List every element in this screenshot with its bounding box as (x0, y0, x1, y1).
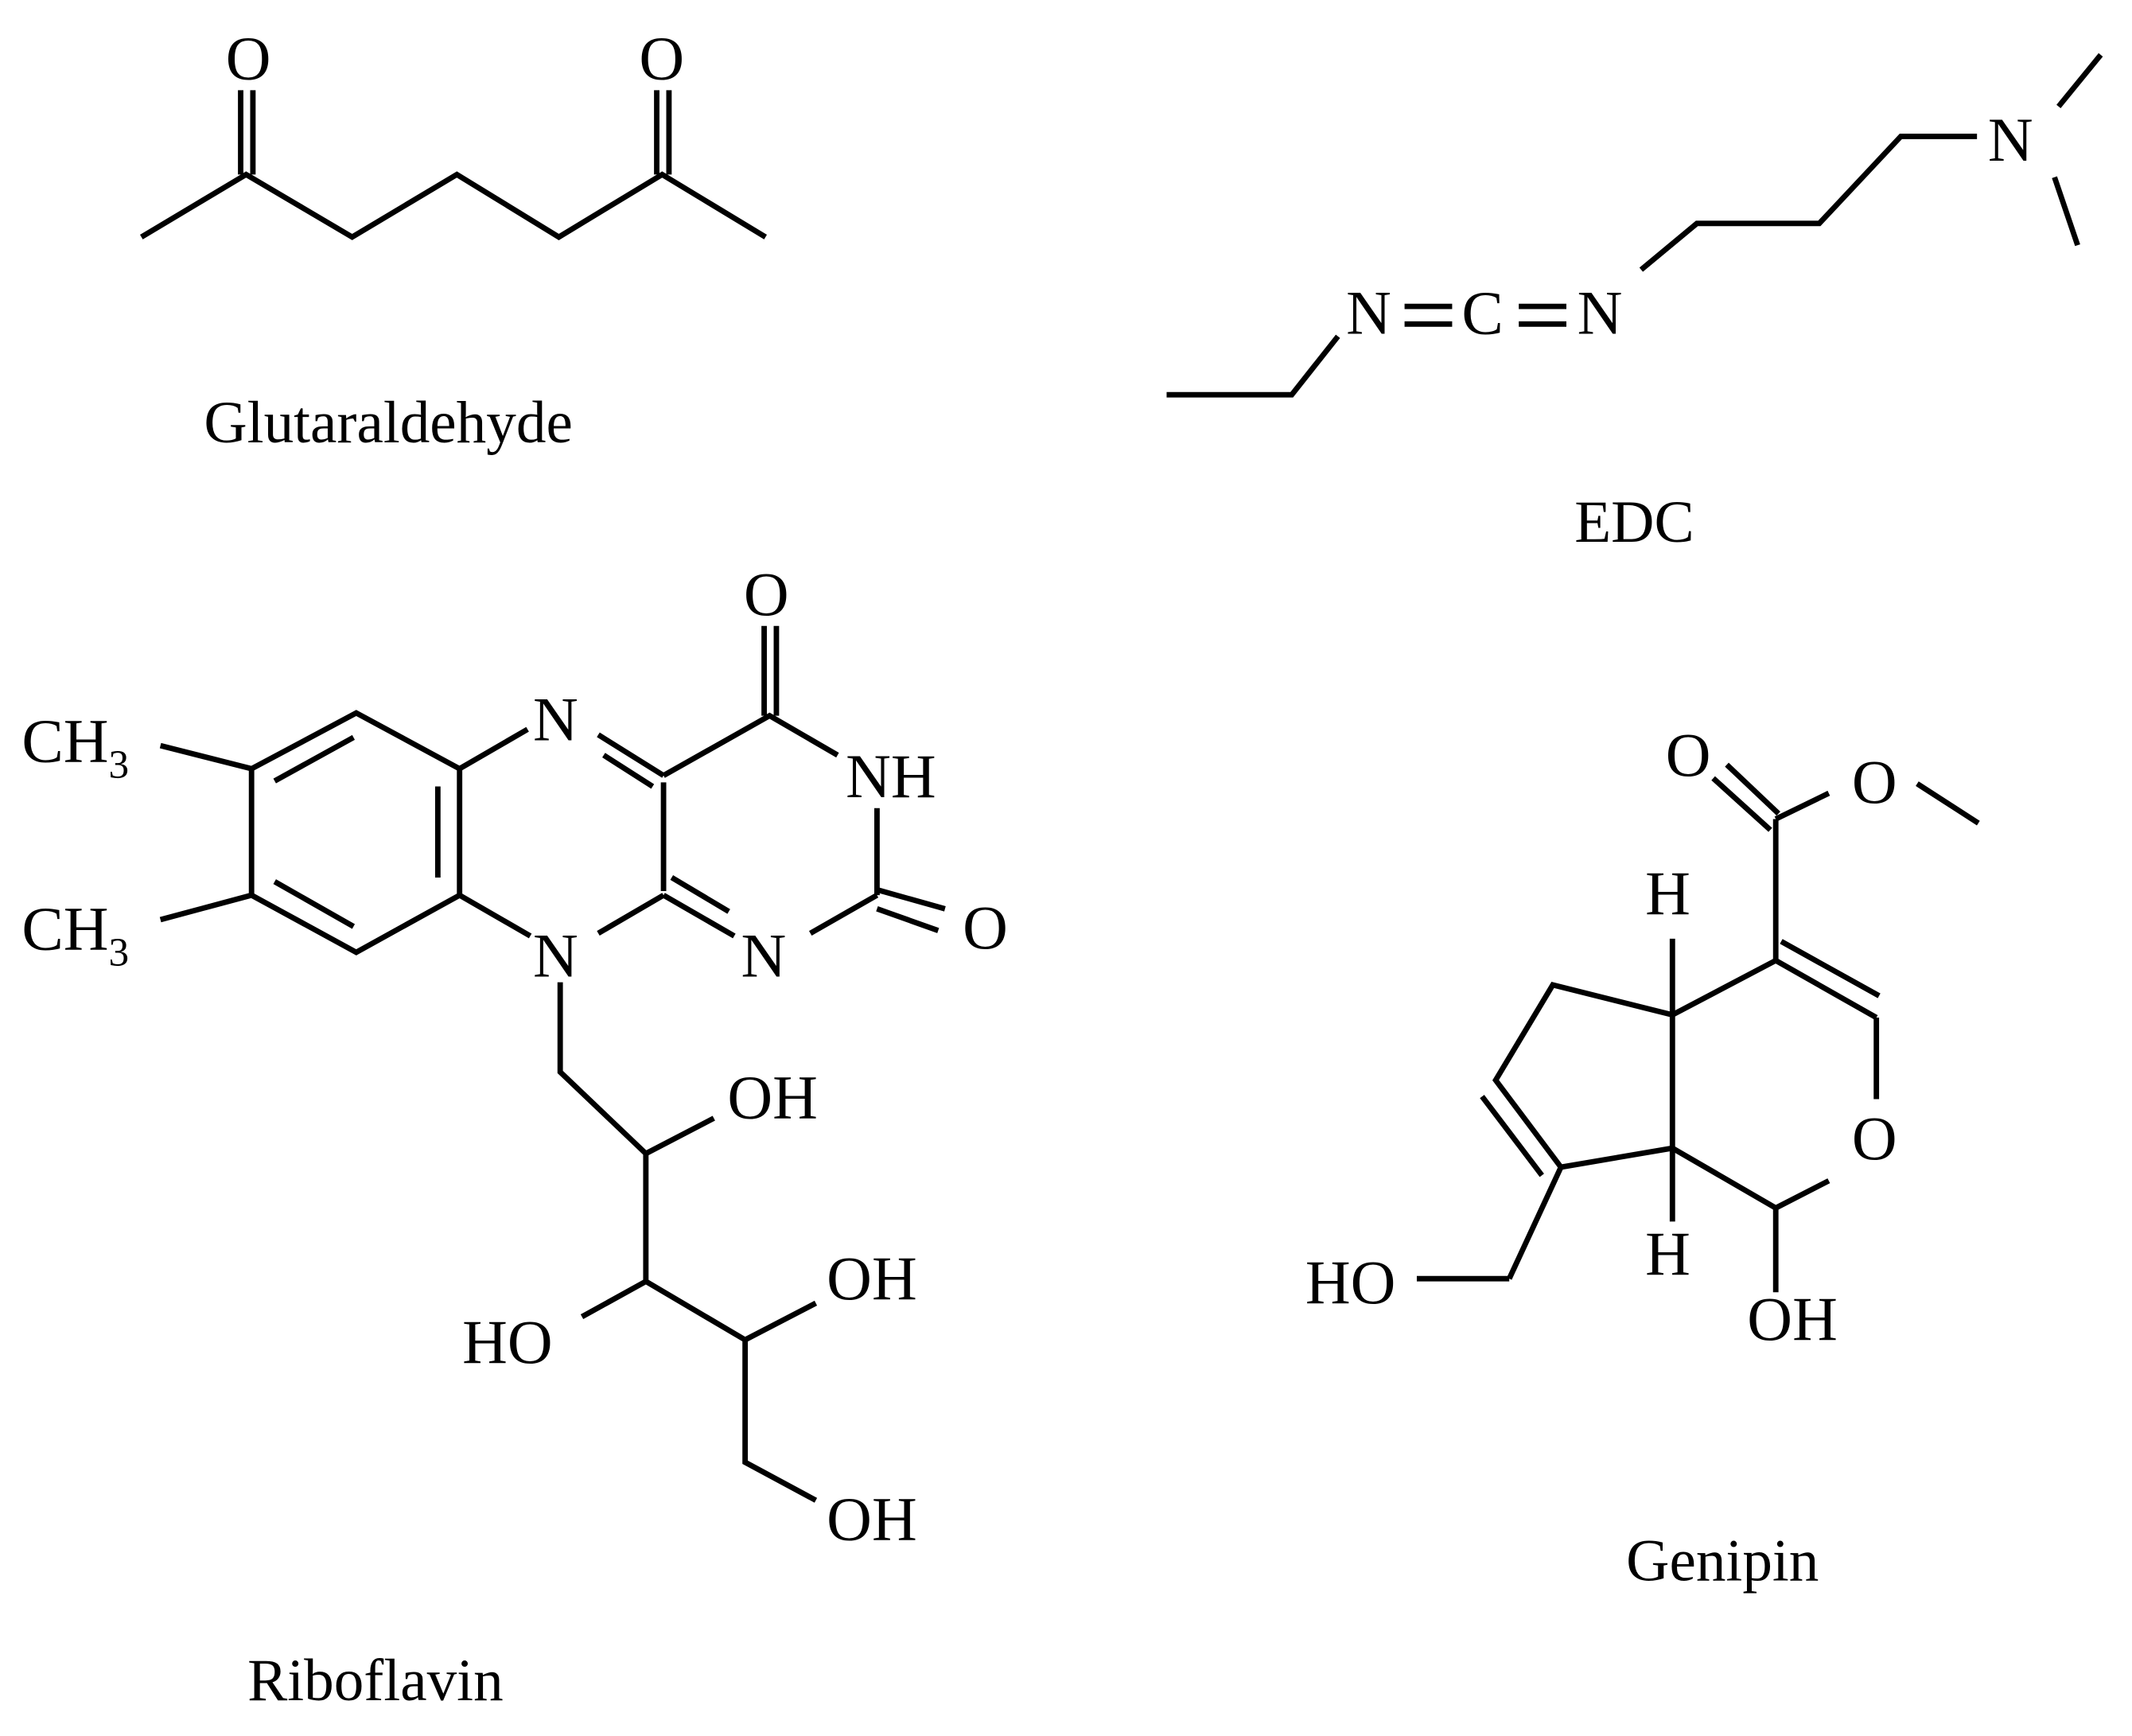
atom-label: O (963, 893, 1008, 963)
riboflavin-structure: CH3 CH3 N N O NH N O OH HO OH OH Ribofla… (21, 560, 1008, 1714)
atom-label: O (744, 560, 789, 629)
atom-label: O (226, 25, 271, 94)
edc-structure: N C N N EDC (1166, 53, 2103, 555)
atom-label: N (1578, 278, 1623, 348)
glutaraldehyde-structure: O O Glutaraldehyde (140, 25, 768, 456)
hydroxyl-label: OH (727, 1063, 818, 1132)
hydroxyl-label: OH (827, 1244, 917, 1314)
hydrogen-label: H (1645, 859, 1690, 928)
atom-label: N (533, 922, 578, 991)
molecule-name-riboflavin: Riboflavin (247, 1648, 504, 1714)
molecule-name-genipin: Genipin (1626, 1528, 1819, 1594)
atom-label: N (741, 922, 787, 991)
hydroxyl-label: HO (1305, 1248, 1396, 1318)
atom-label: O (639, 25, 684, 94)
atom-label: NH (846, 742, 936, 812)
methyl-label: CH3 (21, 707, 129, 788)
atom-label: O (1666, 721, 1711, 790)
hydroxyl-label: HO (462, 1308, 553, 1377)
molecule-name-glutaraldehyde: Glutaraldehyde (204, 390, 572, 456)
hydrogen-label: H (1645, 1220, 1690, 1289)
atom-label: N (1346, 278, 1391, 348)
atom-label: O (1852, 1104, 1897, 1174)
atom-label: N (533, 685, 578, 754)
genipin-structure: O O O OH H H HO Genipin (1305, 721, 1980, 1594)
hydroxyl-label: OH (1747, 1285, 1838, 1354)
methyl-label: CH3 (21, 895, 129, 976)
atom-label: C (1461, 278, 1503, 348)
atom-label: N (1988, 106, 2033, 175)
hydroxyl-label: OH (827, 1485, 917, 1554)
atom-label: O (1852, 748, 1897, 817)
molecule-name-edc: EDC (1574, 489, 1694, 555)
